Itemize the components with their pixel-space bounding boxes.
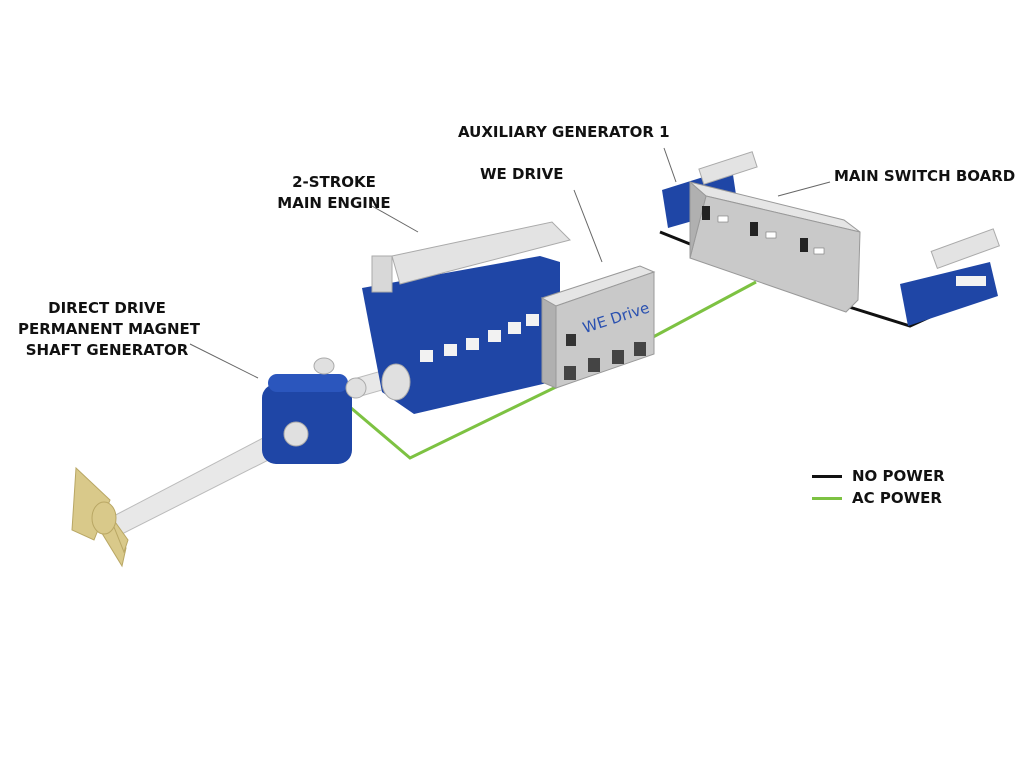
label-auxiliary-generator-1: AUXILIARY GENERATOR 1 — [458, 123, 670, 141]
legend-no-power-label: NO POWER — [852, 467, 945, 485]
main-engine — [362, 221, 571, 414]
propeller — [71, 466, 129, 568]
shaft-generator — [262, 357, 367, 464]
legend-no-power: NO POWER — [812, 467, 945, 485]
label-we-drive: WE DRIVE — [480, 165, 564, 183]
ac-power-cable-switchboard — [639, 280, 757, 346]
label-main-switch-board: MAIN SWITCH BOARD — [834, 167, 1016, 185]
ac-power-cable-shaftgen — [343, 384, 559, 460]
label-shaft-generator: DIRECT DRIVE PERMANENT MAGNET SHAFT GENE… — [18, 299, 201, 359]
legend-ac-power-label: AC POWER — [852, 489, 942, 507]
main-switch-board — [689, 180, 861, 313]
legend-no-power-swatch — [812, 474, 842, 478]
we-drive-cabinet: WE Drive — [540, 265, 656, 389]
legend-ac-power: AC POWER — [812, 489, 942, 507]
label-main-engine: 2-STROKE MAIN ENGINE — [277, 173, 391, 212]
legend-ac-power-swatch — [812, 496, 842, 500]
callout-lines — [189, 147, 831, 379]
auxiliary-generator-2 — [900, 228, 1001, 326]
